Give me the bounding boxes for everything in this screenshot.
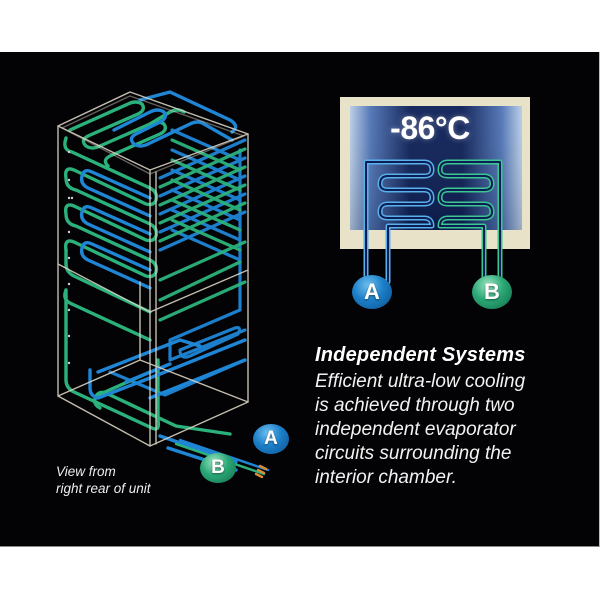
circuit-a-left-face xyxy=(79,168,247,472)
caption-heading: Independent Systems xyxy=(315,344,526,366)
circuit-b-right-face xyxy=(158,138,247,322)
caption-line: is achieved through two xyxy=(315,395,515,416)
temperature-label: -86°C xyxy=(390,110,470,146)
circuit-a-top-face xyxy=(112,90,238,148)
caption-line: interior chamber. xyxy=(315,467,457,488)
caption-line: circuits surrounding the xyxy=(315,443,512,464)
cabinet-wireframe xyxy=(57,90,270,479)
hinge-dots xyxy=(67,150,74,365)
cabinet-circuit-a-badge: A xyxy=(253,424,289,454)
inset-circuit-a-badge: A xyxy=(352,275,392,309)
caption-line: independent evaporator xyxy=(315,419,516,440)
view-note: View from right rear of unit xyxy=(56,463,151,497)
cabinet-circuit-b-badge: B xyxy=(200,453,236,483)
view-note-line: right rear of unit xyxy=(56,481,151,496)
evaporator-inset xyxy=(340,97,530,285)
inset-circuit-b-badge: B xyxy=(472,275,512,309)
caption-line: Efficient ultra-low cooling xyxy=(315,371,526,392)
cabinet-frame xyxy=(57,91,249,447)
caption-body: Efficient ultra-low cooling is achieved … xyxy=(315,370,595,490)
view-note-line: View from xyxy=(56,464,116,479)
